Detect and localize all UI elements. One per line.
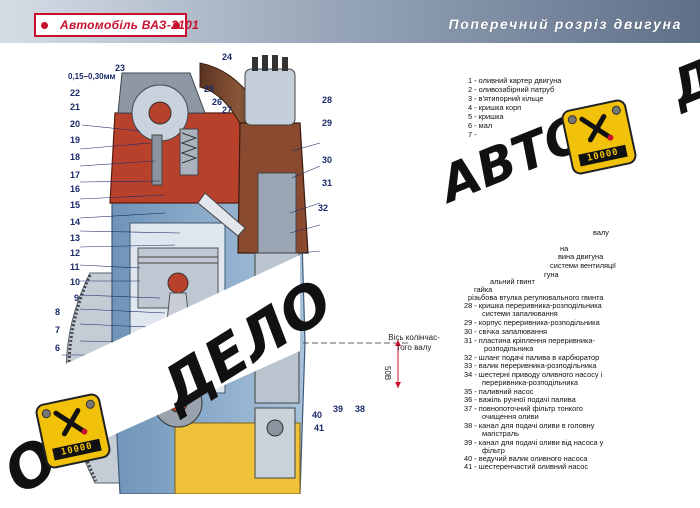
legend-item: 38 - канал для подачі оливи в головну xyxy=(464,421,595,430)
crankshaft-axis-label: Вісь колінчас-того валу xyxy=(388,333,440,352)
callout-40: 40 xyxy=(312,410,323,420)
legend-item: 35 - паливний насос xyxy=(464,387,534,396)
clearance-label: 0,15–0,30мм xyxy=(68,72,116,81)
legend-item: 40 - ведучий валик оливного насоса xyxy=(464,454,588,463)
callout-26: 26 xyxy=(212,97,223,107)
callout-17: 17 xyxy=(70,170,81,180)
legend-item: очищення оливи xyxy=(482,412,539,421)
callout-12: 12 xyxy=(70,248,81,258)
legend-item: 34 - шестерні приводу оливного насосу і xyxy=(464,370,603,379)
legend-item: 30 - свічка запалювання xyxy=(464,327,548,336)
legend-item: вина двигуна xyxy=(558,252,604,261)
legend-item: 1 - оливний картер двигуна xyxy=(468,76,562,85)
legend-item: 4 - кришка корп xyxy=(468,103,522,112)
callout-38: 38 xyxy=(355,404,366,414)
callout-18: 18 xyxy=(70,152,81,162)
legend-item: 31 - пластина кріплення переривника- xyxy=(464,336,595,345)
page-header: Автомобіль ВАЗ-2101 Поперечний розріз дв… xyxy=(0,0,700,43)
callout-7: 7 xyxy=(55,325,61,335)
legend-item: 7 - xyxy=(468,130,477,139)
callout-41: 41 xyxy=(314,423,325,433)
callout-10: 10 xyxy=(70,277,81,287)
legend-item: 28 - кришка переривника-розподільника xyxy=(464,301,602,310)
callout-20: 20 xyxy=(70,119,81,129)
callout-15: 15 xyxy=(70,200,81,210)
legend-item: переривника-розподільника xyxy=(482,378,578,387)
legend-item: 37 - повнопоточний фільтр тонкого xyxy=(464,404,583,413)
legend-item: валу xyxy=(593,228,609,237)
callout-24: 24 xyxy=(222,52,233,62)
callout-21: 21 xyxy=(70,102,81,112)
autodelo-badge: 10000 xyxy=(559,97,639,177)
legend-item: 29 - корпус переривника-розподільника xyxy=(464,318,600,327)
brand-box: Автомобіль ВАЗ-2101 xyxy=(34,13,199,37)
callout-22: 22 xyxy=(70,88,81,98)
callout-19: 19 xyxy=(70,135,81,145)
page-title: Поперечний розріз двигуна xyxy=(448,16,682,32)
callout-13: 13 xyxy=(70,233,81,243)
legend-item: розподільника xyxy=(484,344,534,353)
callout-27: 27 xyxy=(222,105,233,115)
legend-item: 33 - валик переривника-розподільника xyxy=(464,361,597,370)
callout-16: 16 xyxy=(70,184,81,194)
legend-item: фільтр xyxy=(482,446,505,455)
callout-23: 23 xyxy=(115,63,126,73)
callout-28: 28 xyxy=(322,95,333,105)
callout-29: 29 xyxy=(322,118,333,128)
callout-31: 31 xyxy=(322,178,333,188)
legend-item: системи запалювання xyxy=(482,309,558,318)
legend-item: 5 - кришка xyxy=(468,112,504,121)
callout-32: 32 xyxy=(318,203,329,213)
bullet-icon xyxy=(173,22,180,29)
legend-item: альний гвинт xyxy=(490,277,535,286)
callout-8: 8 xyxy=(55,307,61,317)
callout-39: 39 xyxy=(333,404,344,414)
callout-11: 11 xyxy=(70,262,80,272)
autodelo-badge: 10000 xyxy=(33,391,113,471)
dimension-label: 50В xyxy=(383,366,392,381)
legend-item: 36 - важіль ручної подачі палива xyxy=(464,395,576,404)
legend-item: 6 - мал xyxy=(468,121,493,130)
legend-item: 41 - шестеренчастий оливний насос xyxy=(464,462,589,471)
legend-item: системи вентиляції xyxy=(550,261,616,270)
wrench-screwdriver-icon xyxy=(579,114,614,143)
legend-item: гуна xyxy=(544,270,559,279)
legend-item: різьбова втулка регулювального гвинта xyxy=(468,293,604,302)
bullet-icon xyxy=(41,22,48,29)
legend-item: гайка xyxy=(474,285,493,294)
callout-30: 30 xyxy=(322,155,333,165)
wrench-screwdriver-icon xyxy=(53,408,88,437)
callout-6: 6 xyxy=(55,343,61,353)
brand-title: Автомобіль ВАЗ-2101 xyxy=(60,18,200,32)
legend-item: магістраль xyxy=(482,429,519,438)
callout-14: 14 xyxy=(70,217,81,227)
legend-item: 32 - шланг подачі палива в карбюратор xyxy=(464,353,600,362)
callout-9: 9 xyxy=(74,293,80,303)
legend-item: 3 - в'ятипорний кільце xyxy=(468,94,544,103)
legend-item: 2 - оливозабірний патруб xyxy=(468,85,555,94)
callout-25: 25 xyxy=(204,84,215,94)
legend-item: на xyxy=(560,244,569,253)
legend-item: 39 - канал для подачі оливи від насоса у xyxy=(464,438,604,447)
